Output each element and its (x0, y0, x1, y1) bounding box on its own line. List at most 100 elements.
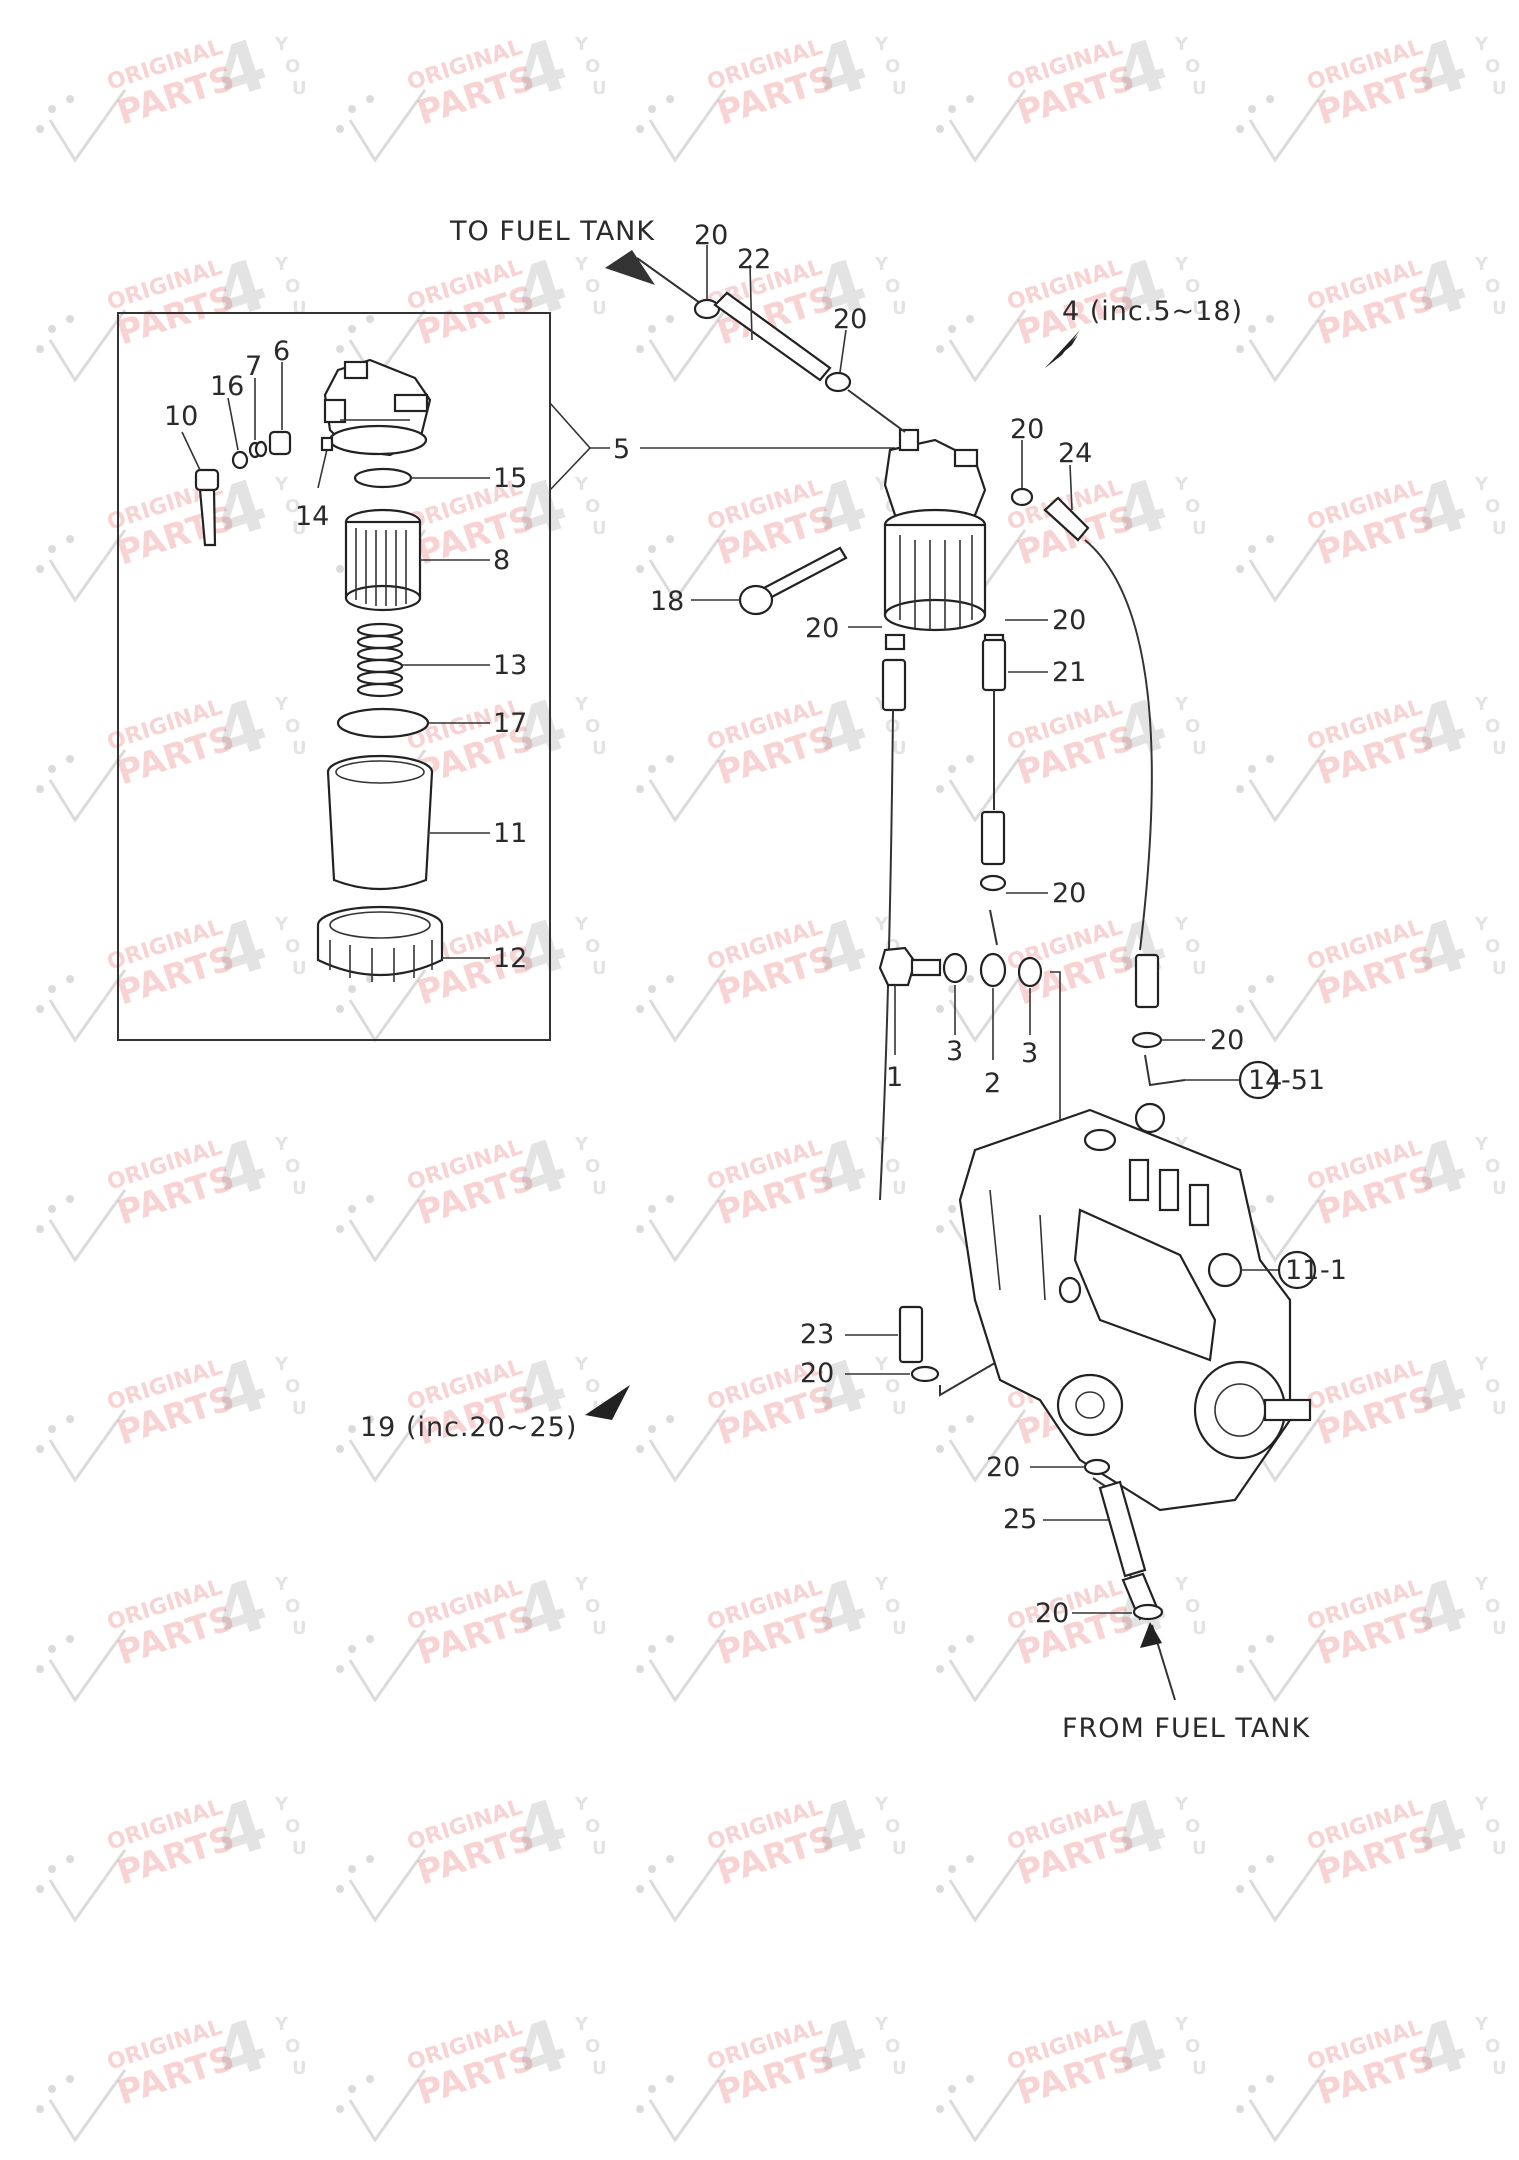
watermark-letter: Y (1474, 694, 1489, 715)
watermark-letter: O (885, 1816, 900, 1837)
spring-7 (248, 440, 268, 459)
watermark-letter: O (1185, 1816, 1200, 1837)
watermark-letter: U (592, 738, 607, 759)
watermark-letter: O (585, 56, 600, 77)
watermark-letter: Y (274, 474, 289, 495)
watermark-letter: U (292, 518, 307, 539)
watermark-letter: U (292, 958, 307, 979)
watermark-letter: U (292, 1838, 307, 1859)
watermark-letter: U (1192, 958, 1207, 979)
watermark-letter: O (585, 2036, 600, 2057)
bolt-18 (738, 546, 848, 616)
watermark-letter: Y (1174, 1794, 1189, 1815)
label-12: 12 (493, 943, 527, 974)
watermark-letter: O (585, 496, 600, 517)
watermark-letter: U (592, 1178, 607, 1199)
watermark-letter: O (585, 1376, 600, 1397)
ref-label-11: 11 (1285, 1255, 1319, 1286)
watermark-letter: O (285, 1376, 300, 1397)
watermark-letter: Y (1174, 1574, 1189, 1595)
watermark-letter: U (1192, 2058, 1207, 2079)
label-6: 6 (273, 336, 290, 367)
watermark-letter: Y (874, 1794, 889, 1815)
watermark-letter: O (1485, 1816, 1500, 1837)
watermark-letter: U (592, 518, 607, 539)
watermark-letter: O (1185, 2036, 1200, 2057)
fuel-filter-assembly (883, 428, 987, 632)
filter-head-detail (323, 358, 432, 457)
label-13: 13 (493, 650, 527, 681)
line-to-tank (636, 257, 701, 304)
watermark-letter: O (285, 276, 300, 297)
watermark-letter: U (1192, 78, 1207, 99)
injection-pump-11 (958, 1108, 1312, 1512)
watermark-letter: U (592, 958, 607, 979)
watermark-letter: Y (1474, 34, 1489, 55)
watermark-letter: O (1185, 276, 1200, 297)
label-20-left: 20 (805, 613, 839, 644)
clip-20-right (1131, 1031, 1163, 1049)
eye-joint-2 (979, 909, 1007, 988)
watermark-letter: U (592, 1838, 607, 1859)
watermark-letter: U (892, 1618, 907, 1639)
watermark-letter: Y (1474, 1134, 1489, 1155)
watermark-letter: Y (574, 474, 589, 495)
ref-suffix-1: -1 (1320, 1255, 1347, 1286)
hose-return-end (1134, 953, 1160, 1009)
watermark-letter: U (1492, 1398, 1507, 1419)
arrow-from-tank (1140, 1622, 1162, 1648)
note-to-fuel-tank: TO FUEL TANK (449, 216, 655, 247)
clip-20-bottom (1132, 1603, 1164, 1621)
watermark-letter: O (885, 2036, 900, 2057)
watermark-letter: Y (1474, 474, 1489, 495)
detail-inset-frame (117, 312, 551, 1041)
watermark-letter: O (285, 2036, 300, 2057)
label-10: 10 (164, 401, 198, 432)
air-vent-cock-10 (194, 468, 220, 547)
spring-13 (356, 622, 404, 698)
hose-21 (981, 638, 1007, 692)
watermark-letter: O (885, 276, 900, 297)
watermark-letter: Y (1474, 1574, 1489, 1595)
watermark-letter: Y (574, 1574, 589, 1595)
watermark-letter: O (585, 1816, 600, 1837)
plug-6 (268, 430, 292, 456)
watermark-letter: Y (1174, 34, 1189, 55)
label-3-right: 3 (1021, 1038, 1038, 1069)
label-20-top: 20 (694, 220, 728, 251)
watermark-letter: Y (574, 1134, 589, 1155)
watermark-letter: Y (274, 2014, 289, 2035)
watermark-letter: Y (874, 914, 889, 935)
watermark-letter: Y (1474, 1354, 1489, 1375)
watermark-letter: O (285, 496, 300, 517)
label-17: 17 (493, 708, 527, 739)
watermark-letter: O (1185, 56, 1200, 77)
watermark-letter: Y (274, 254, 289, 275)
watermark-letter: O (885, 1376, 900, 1397)
label-11: 11 (493, 818, 527, 849)
watermark-letter: Y (574, 34, 589, 55)
label-22: 22 (737, 244, 771, 275)
watermark-letter: Y (874, 1574, 889, 1595)
note-from-fuel-tank: FROM FUEL TANK (1062, 1713, 1310, 1744)
watermark-letter: O (585, 276, 600, 297)
watermark-letter: O (1485, 276, 1500, 297)
hose-outlet (881, 658, 907, 712)
watermark-letter: O (285, 1156, 300, 1177)
note-group-4: 4 (inc.5~18) (1062, 296, 1243, 327)
watermark-letter: U (1192, 1618, 1207, 1639)
filter-cup-11 (326, 754, 434, 891)
watermark-letter: U (292, 1618, 307, 1639)
watermark-letter: U (892, 1838, 907, 1859)
label-24: 24 (1058, 438, 1092, 469)
watermark-letter: O (285, 936, 300, 957)
watermark-letter: U (1492, 298, 1507, 319)
watermark-letter: Y (274, 1354, 289, 1375)
label-3-left: 3 (946, 1036, 963, 1067)
watermark-letter: U (592, 298, 607, 319)
hose-21-lower (980, 810, 1006, 866)
watermark-letter: Y (1174, 914, 1189, 935)
watermark-letter: U (592, 2058, 607, 2079)
